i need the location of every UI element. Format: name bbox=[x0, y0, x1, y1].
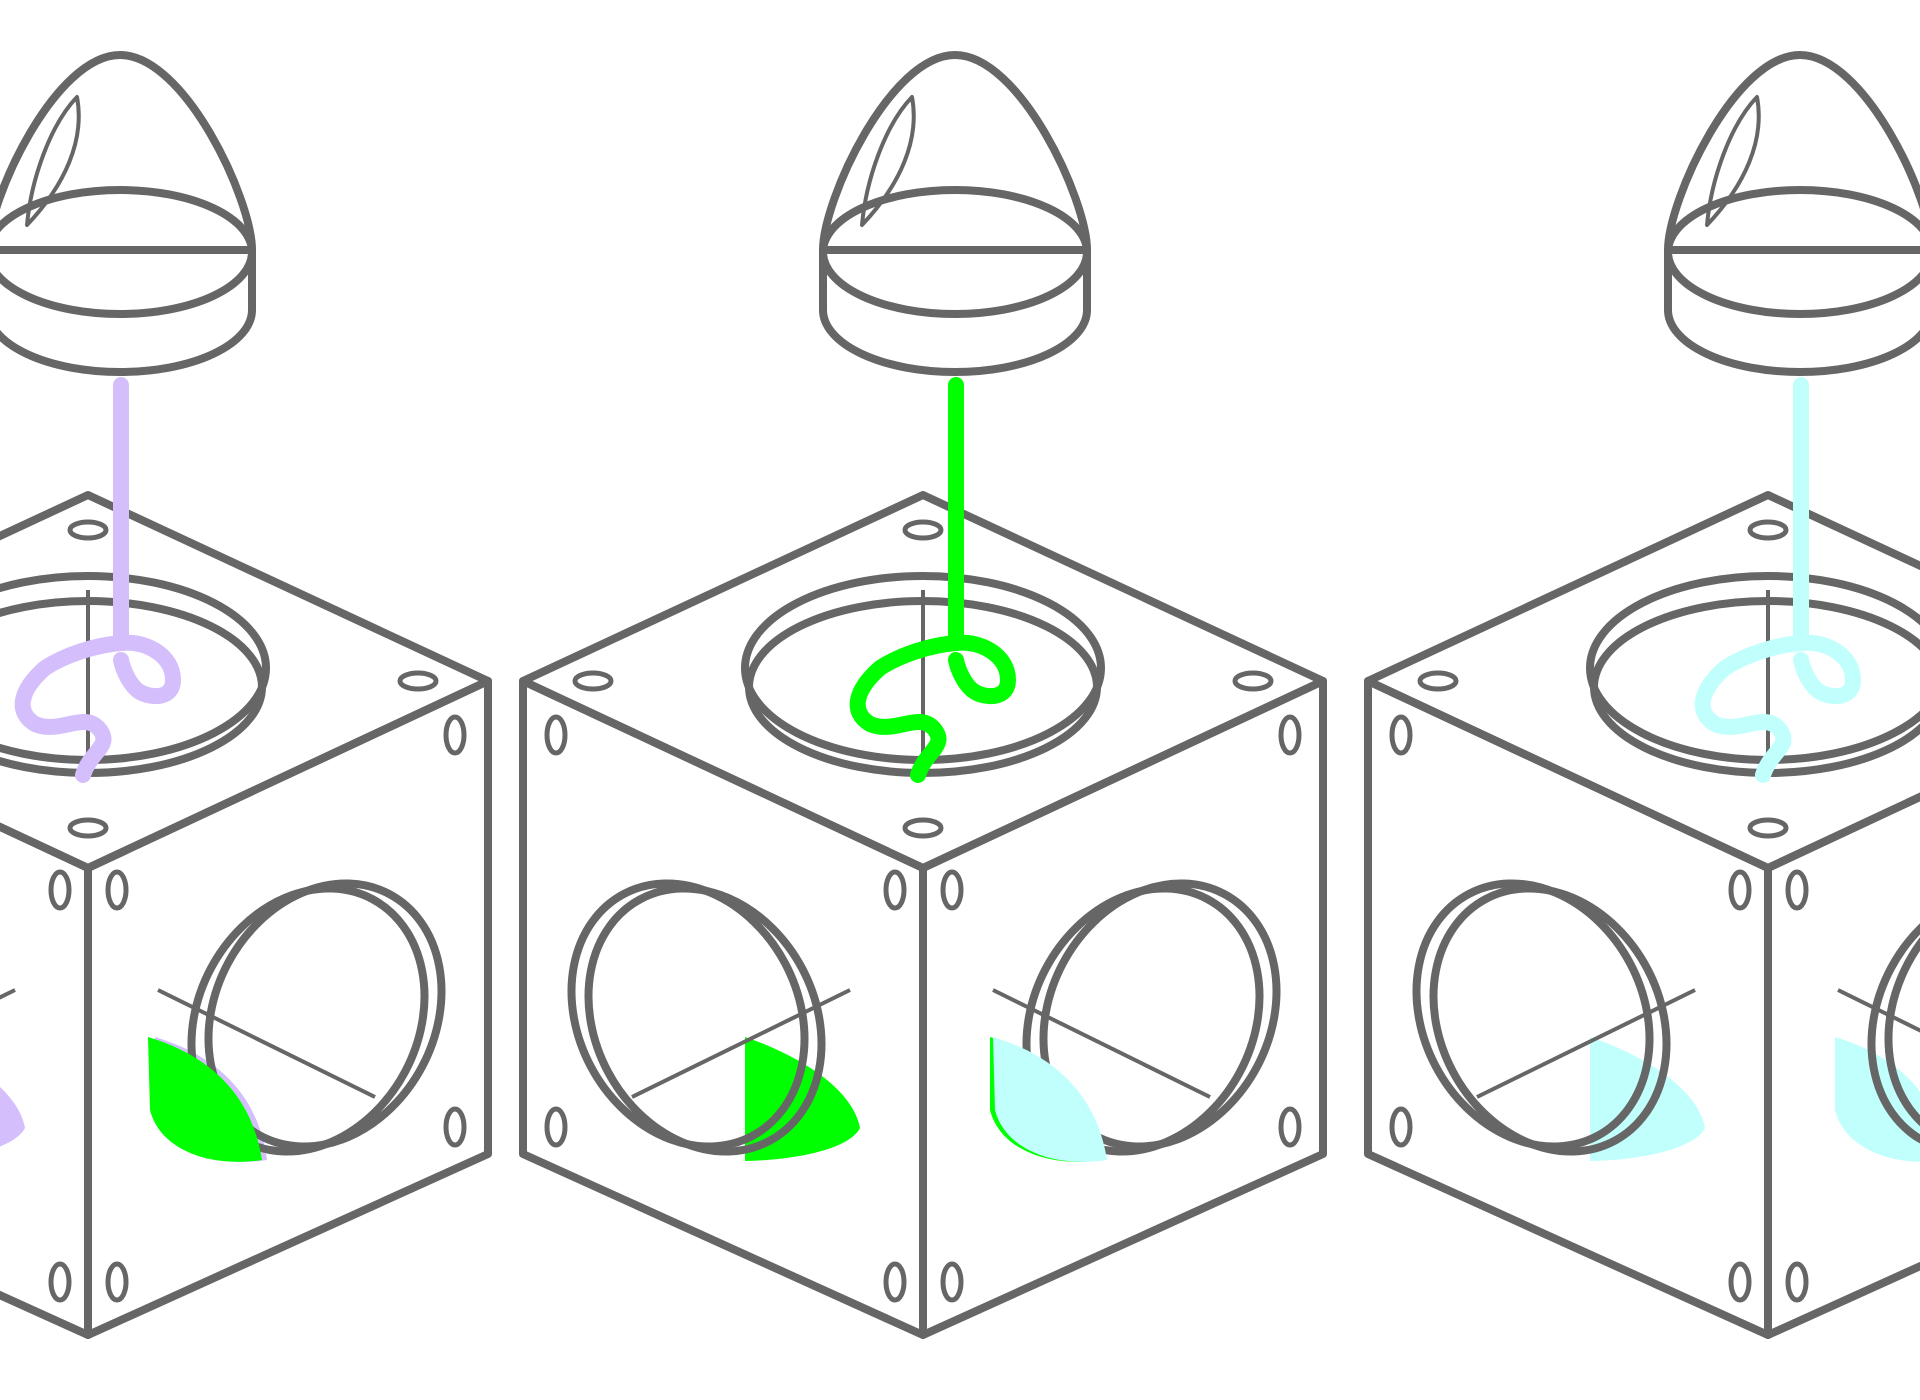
probe-rim bbox=[0, 186, 256, 318]
screw-hole bbox=[902, 519, 944, 541]
cube-left-face bbox=[519, 677, 927, 1339]
right-window-line bbox=[992, 988, 1211, 1099]
left-window-line bbox=[1476, 988, 1696, 1099]
fiber-cable-loop bbox=[948, 634, 1016, 705]
fiber-cable bbox=[14, 377, 129, 783]
screw-hole bbox=[1747, 519, 1789, 541]
fiber-cable-loop bbox=[113, 634, 181, 705]
left-window-line bbox=[0, 988, 16, 1000]
right-window bbox=[1867, 884, 1920, 1156]
right-window-line bbox=[1837, 988, 1920, 1033]
cube-left-face bbox=[0, 822, 92, 1339]
liquid-fill-left-window bbox=[1590, 1037, 1705, 1161]
right-window-rim bbox=[204, 879, 446, 1151]
screw-hole bbox=[1747, 817, 1789, 839]
liquid-fill-neighbour-window bbox=[993, 1037, 1107, 1162]
screw-hole bbox=[1278, 714, 1302, 756]
left-window-rim bbox=[567, 879, 809, 1151]
screw-hole bbox=[1785, 869, 1809, 911]
screw-hole bbox=[1785, 1261, 1809, 1303]
left-window-line bbox=[631, 988, 851, 1099]
fiber-cable bbox=[1694, 377, 1809, 783]
screw-hole bbox=[443, 714, 467, 756]
screw-hole bbox=[67, 817, 109, 839]
screw-hole bbox=[48, 869, 72, 911]
liquid-fill-left-window bbox=[0, 1087, 25, 1147]
cube-right-face bbox=[1764, 792, 1920, 1339]
screw-hole bbox=[544, 714, 568, 756]
screw-hole bbox=[1232, 670, 1274, 692]
screw-hole bbox=[1728, 1261, 1752, 1303]
right-window-rim bbox=[1884, 879, 1920, 1151]
probe-dome bbox=[819, 51, 1091, 254]
screw-hole bbox=[67, 519, 109, 541]
probe-highlight bbox=[25, 95, 81, 227]
liquid-fill-right-window bbox=[1835, 1037, 1920, 1162]
probe-dome bbox=[0, 51, 256, 254]
screw-hole bbox=[883, 869, 907, 911]
probe-rim bbox=[1664, 186, 1920, 318]
screw-hole bbox=[902, 817, 944, 839]
probe-highlight bbox=[860, 95, 916, 227]
cyan-unit bbox=[993, 51, 1920, 1339]
left-window bbox=[1429, 884, 1671, 1156]
probe-rim bbox=[819, 186, 1091, 318]
cube-right-face bbox=[919, 677, 1327, 1339]
probe-collar bbox=[1664, 246, 1920, 376]
screw-hole bbox=[940, 1261, 964, 1303]
screw-hole bbox=[1389, 1106, 1413, 1148]
screw-hole bbox=[105, 1261, 129, 1303]
screw-hole bbox=[48, 1261, 72, 1303]
cube-left-face bbox=[1364, 677, 1772, 1339]
left-window-rim bbox=[1412, 879, 1654, 1151]
probe-dome bbox=[1664, 51, 1920, 254]
screw-hole bbox=[397, 670, 439, 692]
screw-hole bbox=[1417, 670, 1459, 692]
cube-right-face bbox=[84, 677, 492, 1339]
screw-hole bbox=[1278, 1106, 1302, 1148]
probe-collar bbox=[819, 246, 1091, 376]
liquid-fill-neighbour-window bbox=[148, 1037, 262, 1162]
screw-hole bbox=[883, 1261, 907, 1303]
screw-hole bbox=[105, 869, 129, 911]
fiber-cable-loop bbox=[1793, 634, 1861, 705]
screw-hole bbox=[940, 869, 964, 911]
cube-top-face bbox=[0, 491, 492, 872]
liquid-fill-left-window bbox=[745, 1037, 860, 1161]
screw-hole bbox=[544, 1106, 568, 1148]
fiber-cable bbox=[849, 377, 964, 783]
right-window-line bbox=[157, 988, 376, 1099]
screw-hole bbox=[1389, 714, 1413, 756]
screw-hole bbox=[443, 1106, 467, 1148]
left-window bbox=[584, 884, 826, 1156]
probe-highlight bbox=[1705, 95, 1761, 227]
probe-collar bbox=[0, 246, 256, 376]
screw-hole bbox=[572, 670, 614, 692]
screw-hole bbox=[1728, 869, 1752, 911]
